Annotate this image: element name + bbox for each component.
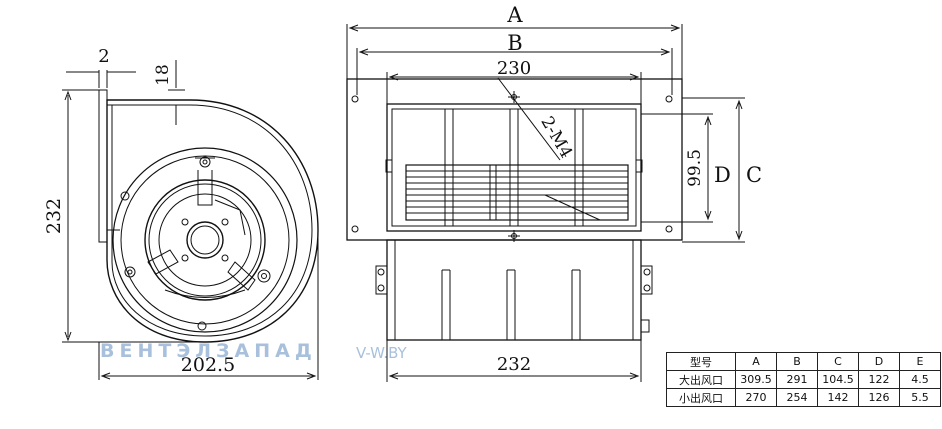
spec-header-d: D	[858, 352, 900, 371]
label-202-5: 202.5	[181, 354, 235, 376]
label-18: 18	[153, 64, 173, 86]
dim-18	[168, 60, 185, 125]
table-row: 大出风口 309.5 291 104.5 122 4.5	[666, 370, 941, 389]
label-99-5: 99.5	[685, 149, 705, 187]
label-D: D	[714, 163, 731, 187]
spec-cell: 126	[858, 388, 900, 407]
label-230: 230	[497, 58, 531, 79]
label-B: B	[507, 31, 522, 55]
spec-cell: 270	[735, 388, 777, 407]
spec-cell: 4.5	[899, 370, 941, 389]
spec-cell: 122	[858, 370, 900, 389]
label-C: C	[746, 163, 762, 187]
dim-B	[356, 48, 673, 95]
dim-A	[346, 24, 683, 79]
spec-table-header-row: 型号 A B C D E	[666, 352, 941, 371]
label-2: 2	[98, 46, 109, 67]
dim-232-vertical	[62, 89, 200, 343]
dim-230	[386, 72, 642, 104]
dim-D	[641, 113, 713, 223]
watermark-site: V-W.BY	[356, 344, 407, 362]
spec-table: 型号 A B C D E 大出风口 309.5 291 104.5 122 4.…	[666, 352, 941, 407]
front-view	[346, 77, 683, 341]
dim-C	[682, 97, 745, 243]
label-A: A	[506, 3, 523, 27]
side-view	[98, 89, 319, 343]
flange-plate	[346, 78, 683, 241]
spec-cell: 104.5	[817, 370, 859, 389]
spec-header-e: E	[899, 352, 941, 371]
spec-header-model: 型号	[666, 352, 736, 371]
spec-cell: 309.5	[735, 370, 777, 389]
spec-cell: 5.5	[899, 388, 941, 407]
spec-cell: 291	[776, 370, 818, 389]
spec-header-b: B	[776, 352, 818, 371]
dim-232-horizontal	[386, 340, 642, 382]
spec-cell: 254	[776, 388, 818, 407]
label-232-left: 232	[43, 198, 65, 234]
dim-2	[66, 70, 136, 88]
table-row: 小出风口 270 254 142 126 5.5	[666, 388, 941, 407]
spec-cell: 小出风口	[666, 388, 736, 407]
watermark-brand: ВЕНТЭЛЗАПАД	[100, 340, 317, 362]
spec-cell: 142	[817, 388, 859, 407]
label-232-bottom: 232	[497, 354, 531, 375]
spec-cell: 大出风口	[666, 370, 736, 389]
spec-header-c: C	[817, 352, 859, 371]
spec-header-a: A	[735, 352, 777, 371]
side-flange	[98, 89, 108, 243]
dim-202-5	[98, 232, 319, 380]
